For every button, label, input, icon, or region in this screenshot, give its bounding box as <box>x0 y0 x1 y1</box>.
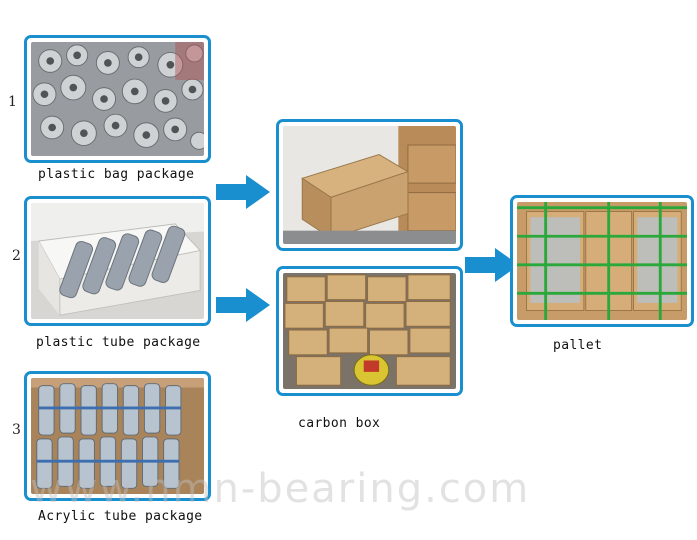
step-number-3: 3 <box>12 422 21 438</box>
pallet-photo-frame <box>510 195 694 327</box>
carbon-box-caption: carbon box <box>298 416 381 431</box>
step-number-2: 2 <box>12 248 21 264</box>
right-arrow-icon <box>216 175 270 209</box>
plastic-tube-caption: plastic tube package <box>36 335 201 350</box>
plastic-tube-photo-frame <box>24 196 211 326</box>
carbon-box-photo-frame-top <box>276 119 463 251</box>
pallet-photo <box>517 202 687 320</box>
carbon-box-photo-bottom <box>283 273 456 389</box>
plastic-bag-photo-frame <box>24 35 211 163</box>
plastic-tube-photo <box>31 203 204 319</box>
right-arrow-icon <box>465 248 519 282</box>
watermark-text: www.nmn-bearing.com <box>30 466 531 512</box>
plastic-bag-photo <box>31 42 204 156</box>
right-arrow-icon <box>216 288 270 322</box>
pallet-caption: pallet <box>553 338 603 353</box>
carbon-box-photo-frame-bottom <box>276 266 463 396</box>
acrylic-tube-photo <box>31 378 204 494</box>
acrylic-tube-caption: Acrylic tube package <box>38 509 203 524</box>
plastic-bag-caption: plastic bag package <box>38 167 195 182</box>
carbon-box-photo-top <box>283 126 456 244</box>
step-number-1: 1 <box>8 94 17 110</box>
acrylic-tube-photo-frame <box>24 371 211 501</box>
